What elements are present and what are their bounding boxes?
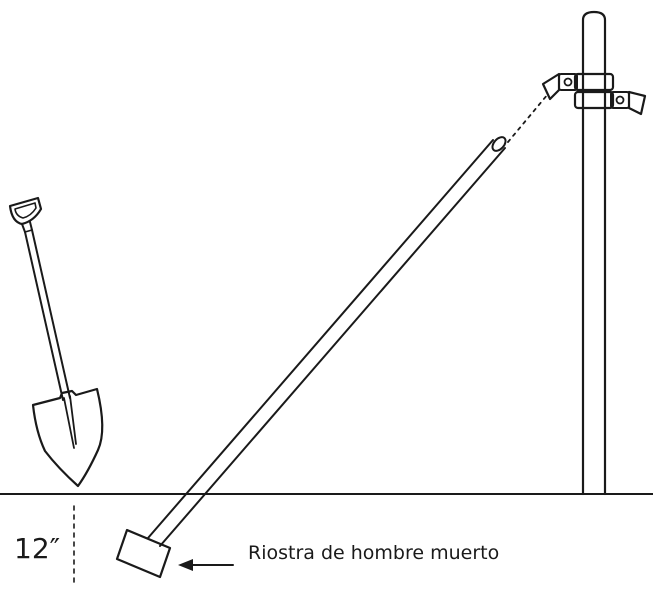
upper-clamp xyxy=(541,72,615,101)
vertical-post xyxy=(581,10,607,496)
brace-pole xyxy=(147,136,507,547)
callout-label: Riostra de hombre muerto xyxy=(248,542,499,564)
callout-arrow-icon xyxy=(178,559,234,571)
lower-clamp xyxy=(573,90,647,116)
depth-label: 12″ xyxy=(14,532,60,565)
shovel-icon xyxy=(8,196,104,488)
deadman-block xyxy=(115,528,172,579)
brace-to-clamp-dotted-line xyxy=(507,93,549,143)
